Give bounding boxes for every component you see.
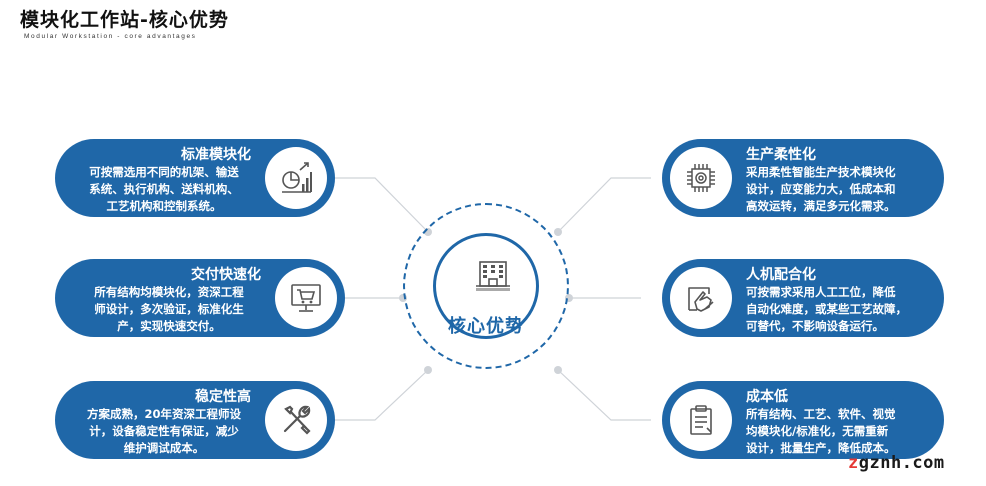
card-title: 稳定性高 (195, 389, 251, 405)
card-standard-modular: 标准模块化 可按需选用不同的机架、输送系统、执行机构、送料机构、工艺机构和控制系… (55, 139, 335, 217)
card-title: 人机配合化 (746, 267, 816, 283)
card-title: 标准模块化 (181, 147, 251, 163)
center-label: 核心优势 (448, 316, 524, 337)
card-description: 采用柔性智能生产技术模块化设计，应变能力大，低成本和高效运转，满足多元化需求。 (746, 165, 896, 213)
card-flexible-production: 生产柔性化 采用柔性智能生产技术模块化设计，应变能力大，低成本和高效运转，满足多… (662, 139, 944, 217)
chip-processor-icon (687, 164, 715, 192)
card-human-machine: 人机配合化 可按需求采用人工工位，降低自动化难度，或某些工艺故障，可替代，不影响… (662, 259, 944, 337)
center-dashed-ring (403, 203, 569, 369)
card-title: 交付快速化 (191, 267, 261, 283)
card-description: 方案成熟，20年资深工程师设计，设备稳定性有保证，减少维护调试成本。 (86, 407, 241, 455)
connector-bottom-right (557, 369, 651, 421)
watermark: zgznh.com (848, 453, 945, 473)
connector-top-right (557, 177, 651, 233)
card-description: 所有结构均模块化，资深工程师设计，多次验证，标准化生产，实现快速交付。 (94, 285, 244, 333)
building-icon (476, 261, 510, 291)
wrench-screwdriver-icon (283, 405, 311, 435)
card-fast-delivery: 交付快速化 所有结构均模块化，资深工程师设计，多次验证，标准化生产，实现快速交付… (55, 259, 345, 337)
card-icon-circle (670, 267, 732, 329)
card-icon-circle (265, 389, 327, 451)
card-title: 生产柔性化 (746, 147, 816, 163)
card-icon-circle (670, 147, 732, 209)
card-low-cost: 成本低 所有结构、工艺、软件、视觉均模块化/标准化，无需重新设计，批量生产，降低… (662, 381, 944, 459)
page-title: 模块化工作站-核心优势 (20, 9, 229, 31)
hand-touch-screen-icon (688, 287, 714, 312)
card-description: 所有结构、工艺、软件、视觉均模块化/标准化，无需重新设计，批量生产，降低成本。 (746, 407, 896, 455)
card-title: 成本低 (746, 389, 788, 405)
shopping-cart-screen-icon (291, 284, 321, 312)
connector-top-left (335, 177, 429, 233)
page-subtitle: Modular Workstation - core advantages (24, 33, 197, 40)
card-description: 可按需求采用人工工位，降低自动化难度，或某些工艺故障，可替代，不影响设备运行。 (746, 285, 907, 333)
connector-bottom-left (335, 369, 429, 421)
card-description: 可按需选用不同的机架、输送系统、执行机构、送料机构、工艺机构和控制系统。 (89, 165, 239, 213)
card-icon-circle (275, 267, 337, 329)
card-high-stability: 稳定性高 方案成熟，20年资深工程师设计，设备稳定性有保证，减少维护调试成本。 (55, 381, 335, 459)
card-icon-circle (670, 389, 732, 451)
growth-chart-icon (282, 162, 312, 193)
card-icon-circle (265, 147, 327, 209)
clipboard-document-icon (690, 405, 712, 435)
